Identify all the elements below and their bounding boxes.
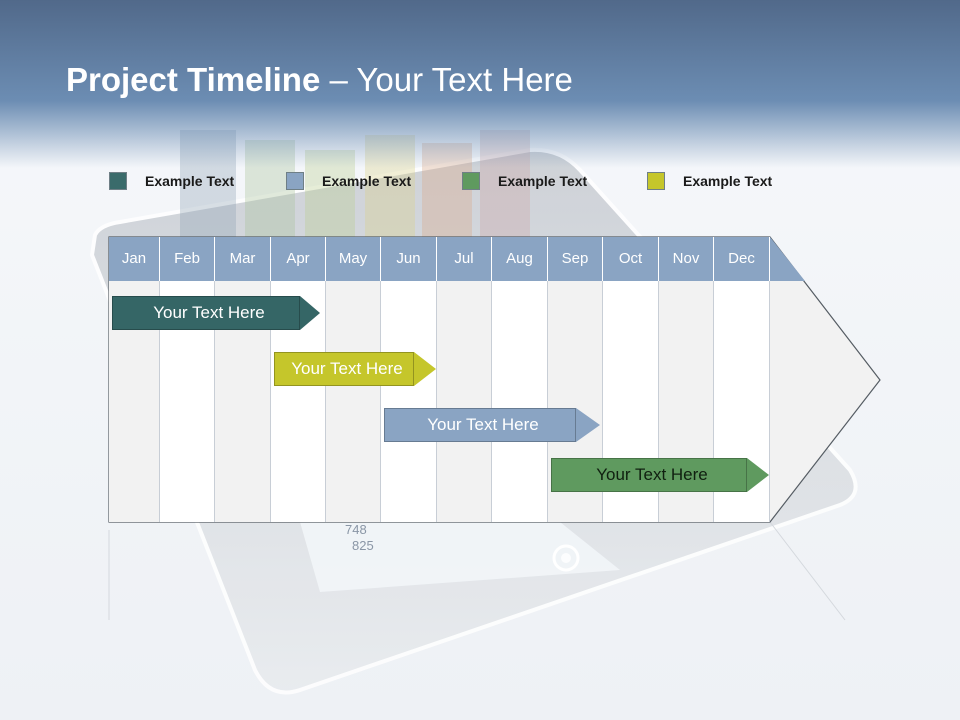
home-button-icon xyxy=(552,544,580,572)
task-label: Your Text Here xyxy=(427,415,539,434)
month-header: Jun xyxy=(381,237,437,281)
legend-label: Example Text xyxy=(498,173,588,189)
legend-item: Example Text xyxy=(109,171,234,191)
month-header: May xyxy=(326,237,381,281)
task-arrow-head xyxy=(747,458,769,492)
page-title: Project Timeline – Your Text Here xyxy=(66,58,573,102)
month-header: Feb xyxy=(160,237,215,281)
month-header: Jan xyxy=(109,237,160,281)
title-bold-part: Project Timeline xyxy=(66,61,321,98)
legend-item: Example Text xyxy=(647,171,772,191)
legend-swatch xyxy=(647,172,665,190)
legend-item: Example Text xyxy=(462,171,587,191)
month-header: Mar xyxy=(215,237,271,281)
task-label: Your Text Here xyxy=(153,303,265,322)
legend-swatch xyxy=(109,172,127,190)
month-header: Sep xyxy=(548,237,603,281)
task-arrow[interactable]: Your Text Here xyxy=(274,352,436,386)
legend-item: Example Text xyxy=(286,171,411,191)
task-label: Your Text Here xyxy=(291,359,403,378)
task-arrow-body xyxy=(274,352,414,386)
month-header: Jul xyxy=(437,237,492,281)
title-rest-part: – Your Text Here xyxy=(320,61,573,98)
task-label: Your Text Here xyxy=(596,465,708,484)
month-column xyxy=(492,281,548,522)
month-column xyxy=(326,281,381,522)
month-column xyxy=(437,281,492,522)
task-arrow[interactable]: Your Text Here xyxy=(384,408,600,442)
month-header: Oct xyxy=(603,237,659,281)
task-arrow-body xyxy=(112,296,300,330)
legend-label: Example Text xyxy=(145,173,235,189)
tablet-figure: 825 xyxy=(352,538,374,553)
task-arrow-body xyxy=(551,458,747,492)
legend-swatch xyxy=(286,172,304,190)
header-band xyxy=(0,0,960,168)
month-header: Nov xyxy=(659,237,714,281)
legend-label: Example Text xyxy=(683,173,773,189)
legend-label: Example Text xyxy=(322,173,412,189)
task-arrow-body xyxy=(384,408,576,442)
task-arrow-head xyxy=(300,296,320,330)
task-arrow[interactable]: Your Text Here xyxy=(551,458,769,492)
month-header: Dec xyxy=(714,237,770,281)
month-column xyxy=(381,281,437,522)
legend-swatch xyxy=(462,172,480,190)
task-arrow[interactable]: Your Text Here xyxy=(112,296,320,330)
month-header: Apr xyxy=(271,237,326,281)
task-arrow-head xyxy=(576,408,600,442)
task-arrow-head xyxy=(414,352,436,386)
tablet-figure: 748 xyxy=(345,522,367,537)
month-header: Aug xyxy=(492,237,548,281)
